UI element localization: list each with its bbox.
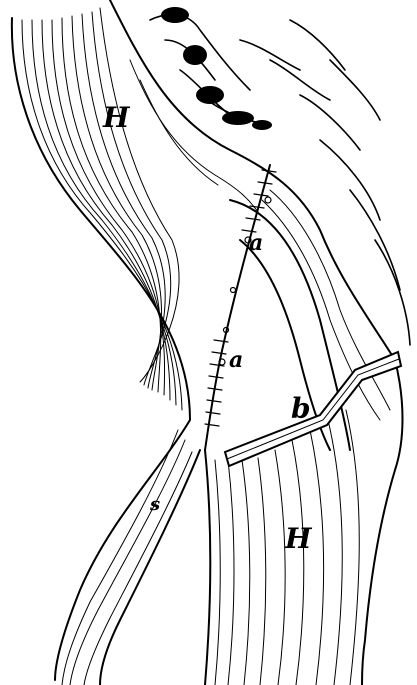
label-a-mid: a (229, 347, 243, 373)
suture-marks (219, 197, 271, 365)
label-lower-h: H (284, 522, 313, 555)
label-s: s (149, 494, 160, 515)
label-a-top: a (249, 230, 263, 256)
incision-seam (205, 165, 276, 450)
contour-hatching (22, 8, 390, 685)
tissue-nodules (161, 7, 272, 130)
label-b: b (291, 392, 311, 425)
label-upper-h: H (102, 101, 131, 134)
